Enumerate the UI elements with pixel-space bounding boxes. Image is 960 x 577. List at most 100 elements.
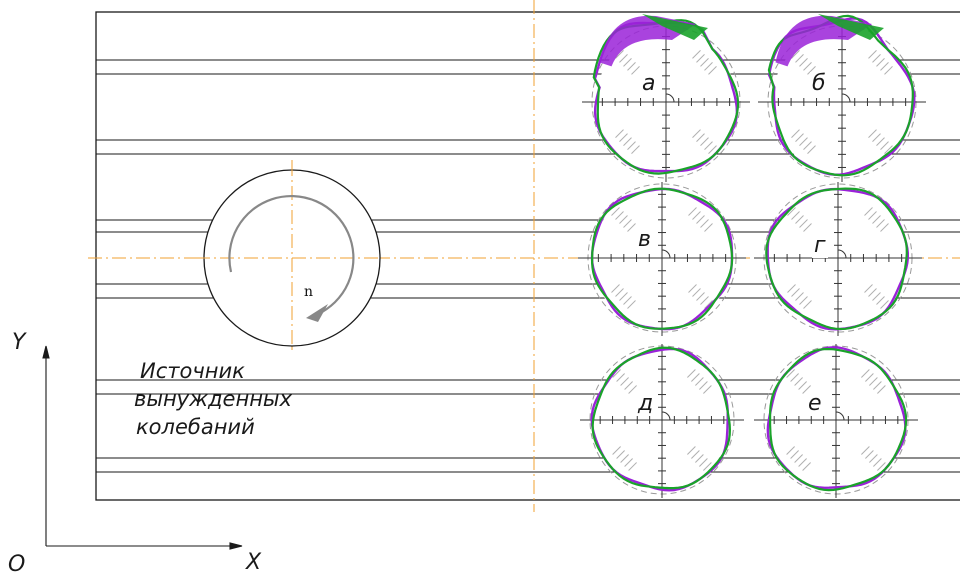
hatch-mark [695,377,704,386]
hatch-mark [868,50,877,59]
hatch-mark [786,369,795,378]
hatch-mark [628,462,637,471]
hatch-mark [631,145,640,154]
hatch-mark [627,141,636,150]
hatch-mark [795,215,804,224]
workpiece-plate-outline [95,11,960,501]
hatch-mark [703,385,712,394]
profile-panel-a [582,14,750,182]
profile-green [591,187,734,330]
hatch-mark [803,62,812,71]
hatch-mark [612,369,621,378]
profile-panel-d [580,344,744,498]
hatch-mark [619,215,628,224]
profile-panel-b [758,14,926,182]
hatch-mark [865,373,874,382]
hatch-mark [803,141,812,150]
panel-label-e: е [806,391,824,416]
hatch-mark [628,385,637,394]
hatch-mark [787,207,796,216]
hatch-mark [880,141,889,150]
hatch-mark [872,215,881,224]
hatch-mark [619,292,628,301]
hatch-mark [791,50,800,59]
hatch-mark [627,300,636,309]
hatch-mark [787,284,796,293]
hatch-mark [699,458,708,467]
hatch-mark [699,381,708,390]
hatch-mark [791,288,800,297]
hatch-mark [791,129,800,138]
panel-label-v: в [636,227,653,252]
profile-panel-g [754,182,922,336]
hatch-mark [873,458,882,467]
hatch-mark [877,462,886,471]
hatch-mark [687,446,696,455]
hatch-mark [703,462,712,471]
hatch-mark [704,62,713,71]
hatch-mark [803,223,812,232]
panel-label-a: а [640,71,658,96]
panel-label-d: д [636,391,656,416]
origin-label: O [8,552,26,577]
hatch-mark [692,211,701,220]
profile-panel-e [754,344,918,498]
hatch-mark [627,62,636,71]
hatch-mark [691,373,700,382]
x-axis-arrow-icon [229,542,243,550]
hatch-mark [872,292,881,301]
hatch-mark [696,54,705,63]
hatch-mark [861,369,870,378]
hatch-mark [865,450,874,459]
hatch-mark [623,296,632,305]
angle-arc [837,249,847,259]
y-axis-label: Y [12,330,26,355]
hatch-mark [700,137,709,146]
hatch-mark [795,54,804,63]
hatch-mark [687,369,696,378]
hatch-mark [876,296,885,305]
hatch-mark [872,54,881,63]
hatch-mark [696,133,705,142]
hatch-mark [864,284,873,293]
hatch-mark [688,207,697,216]
profile-green [591,346,732,490]
hatch-mark [696,215,705,224]
hatch-mark [876,58,885,67]
hatch-mark [791,211,800,220]
hatch-mark [877,385,886,394]
rotation-arrow-arc [228,194,355,313]
hatch-mark [700,296,709,305]
hatch-mark [700,219,709,228]
hatch-mark [795,292,804,301]
hatch-mark [799,137,808,146]
hatch-mark [704,141,713,150]
hatch-mark [623,58,632,67]
hatch-mark [624,458,633,467]
angle-arc [835,411,845,421]
rotation-n-label: n [304,284,314,300]
hatch-mark [624,381,633,390]
profile-green [765,187,908,331]
hatch-mark [611,207,620,216]
hatch-mark [861,446,870,455]
hatch-mark [615,129,624,138]
hatch-mark [807,145,816,154]
hatch-mark [807,66,816,75]
hatch-mark [880,223,889,232]
angle-arc [841,93,851,103]
hatch-mark [619,133,628,142]
hatch-mark [802,385,811,394]
hatch-mark [795,133,804,142]
hatch-mark [627,223,636,232]
hatch-mark [620,377,629,386]
hatch-mark [868,288,877,297]
hatch-mark [869,454,878,463]
panel-label-b: б [810,71,828,96]
source-label-line2: вынужденных [134,387,292,411]
source-label-line3: колебаний [136,415,255,439]
hatch-mark [619,54,628,63]
hatch-mark [798,458,807,467]
rotation-arrow-head [306,304,328,322]
